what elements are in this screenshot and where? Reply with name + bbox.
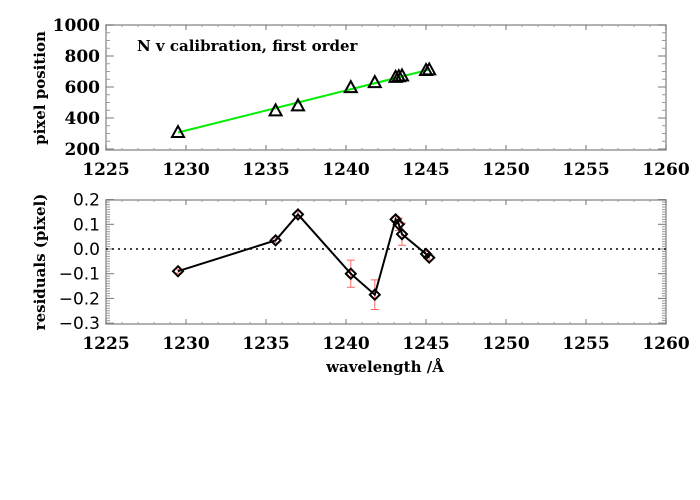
bottom-y-ticks xyxy=(106,199,666,324)
x-tick-label: 1245 xyxy=(402,160,449,180)
diamond-marker xyxy=(389,212,403,226)
x-tick-label: 1255 xyxy=(562,334,609,354)
top-y-ticks xyxy=(106,24,666,150)
y-tick-label: 0.2 xyxy=(73,191,100,211)
triangle-marker xyxy=(394,67,410,82)
y-tick-label: 600 xyxy=(65,78,101,98)
x-tick-label: 1240 xyxy=(322,334,369,354)
x-axis-label: wavelength /Å xyxy=(325,358,444,376)
bottom-y-axis-label: residuals (pixel) xyxy=(31,194,49,331)
x-tick-label: 1225 xyxy=(82,334,129,354)
bottom-x-ticks xyxy=(105,200,667,324)
diamond-marker xyxy=(392,217,406,231)
top-y-axis-label: pixel position xyxy=(31,31,49,145)
diamond-markers xyxy=(171,208,436,302)
y-tick-label: 800 xyxy=(65,47,101,67)
x-tick-label: 1225 xyxy=(82,160,129,180)
diamond-marker xyxy=(395,227,409,241)
diamond-marker xyxy=(368,288,382,302)
triangle-marker xyxy=(367,74,383,89)
x-tick-label: 1245 xyxy=(402,334,449,354)
plot-title: N v calibration, first order xyxy=(137,37,359,55)
diamond-marker xyxy=(291,208,305,221)
x-tick-label: 1230 xyxy=(162,160,209,180)
linear-fit-line xyxy=(177,68,430,134)
x-tick-label: 1230 xyxy=(162,334,209,354)
y-tick-label: −0.2 xyxy=(59,289,100,309)
x-tick-label: 1255 xyxy=(562,160,609,180)
diamond-marker xyxy=(171,264,185,278)
x-tick-label: 1240 xyxy=(322,160,369,180)
triangle-markers xyxy=(170,61,437,139)
triangle-marker xyxy=(267,102,284,117)
y-tick-label: 400 xyxy=(65,109,101,129)
y-tick-label: 0.0 xyxy=(73,240,100,260)
y-tick-label: 1000 xyxy=(53,16,100,36)
x-tick-label: 1260 xyxy=(642,160,689,180)
x-tick-label: 1235 xyxy=(242,334,289,354)
diamond-marker xyxy=(269,233,283,247)
x-tick-label: 1260 xyxy=(642,334,689,354)
bottom-plot-frame xyxy=(105,199,667,325)
top-x-tick-labels: 1225 1230 1235 1240 1245 1250 1255 1260 xyxy=(82,160,689,180)
y-tick-label: −0.1 xyxy=(59,265,100,285)
y-tick-label: 200 xyxy=(65,140,101,160)
triangle-marker xyxy=(170,123,186,139)
y-tick-label: 0.1 xyxy=(73,215,100,235)
top-y-tick-labels: 200 400 600 800 1000 xyxy=(53,16,100,160)
x-tick-label: 1235 xyxy=(242,160,289,180)
triangle-marker xyxy=(343,79,359,94)
bottom-y-tick-labels: −0.3 −0.2 −0.1 0.0 0.1 0.2 xyxy=(59,191,100,335)
triangle-marker xyxy=(290,97,306,112)
triangle-marker xyxy=(421,61,437,76)
diamond-marker xyxy=(344,267,358,281)
bottom-x-tick-labels: 1225 1230 1235 1240 1245 1250 1255 1260 xyxy=(82,334,689,354)
x-tick-label: 1250 xyxy=(482,334,529,354)
top-x-ticks xyxy=(105,25,667,150)
residual-line xyxy=(177,212,430,297)
y-tick-label: −0.3 xyxy=(59,314,100,334)
x-tick-label: 1250 xyxy=(482,160,529,180)
top-panel-pixel-position: 1225 1230 1235 1240 1245 1250 1255 1260 200 400 6… xyxy=(31,16,690,180)
diamond-marker xyxy=(422,251,436,265)
